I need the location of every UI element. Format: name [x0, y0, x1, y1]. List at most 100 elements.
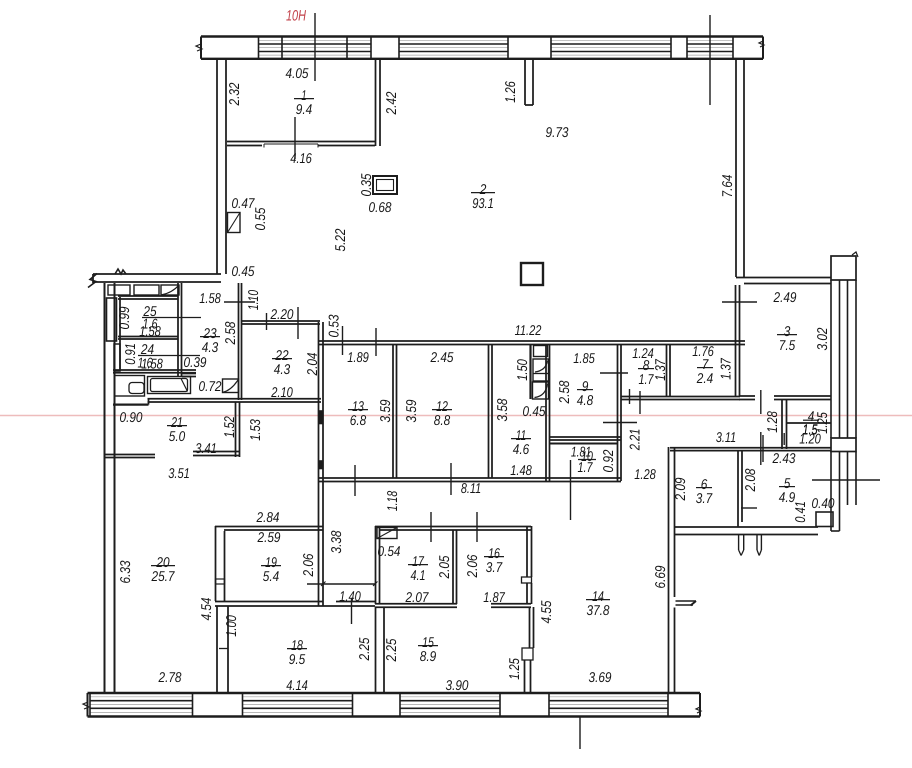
svg-text:1.48: 1.48 — [510, 463, 532, 479]
svg-text:1.58: 1.58 — [139, 324, 161, 340]
svg-text:10Н: 10Н — [286, 7, 306, 24]
svg-text:13: 13 — [352, 399, 364, 415]
svg-text:1: 1 — [301, 88, 306, 104]
svg-text:4.3: 4.3 — [274, 362, 290, 378]
svg-text:21: 21 — [170, 415, 183, 431]
svg-text:4.54: 4.54 — [199, 597, 215, 620]
svg-text:0.54: 0.54 — [378, 544, 401, 560]
svg-text:8: 8 — [643, 358, 650, 374]
svg-text:2.49: 2.49 — [773, 290, 797, 306]
svg-text:24: 24 — [140, 342, 154, 358]
svg-text:2.06: 2.06 — [301, 553, 317, 577]
svg-text:2.25: 2.25 — [357, 637, 373, 661]
svg-text:2.04: 2.04 — [305, 352, 321, 376]
svg-text:4: 4 — [808, 409, 815, 425]
svg-text:5.4: 5.4 — [263, 569, 279, 585]
svg-text:19: 19 — [265, 555, 277, 571]
svg-text:20: 20 — [156, 555, 170, 571]
svg-text:2.45: 2.45 — [430, 350, 454, 366]
svg-text:0.90: 0.90 — [120, 410, 143, 426]
svg-text:1.28: 1.28 — [634, 467, 656, 483]
svg-text:14: 14 — [592, 589, 604, 605]
svg-text:1.50: 1.50 — [515, 359, 531, 381]
svg-text:0.39: 0.39 — [184, 355, 207, 371]
svg-text:2.08: 2.08 — [743, 468, 759, 492]
svg-text:9: 9 — [582, 379, 589, 395]
svg-text:9.73: 9.73 — [546, 125, 569, 141]
svg-text:4.9: 4.9 — [779, 490, 795, 506]
svg-text:23: 23 — [203, 326, 217, 342]
svg-text:3.7: 3.7 — [696, 491, 713, 507]
svg-text:4.1: 4.1 — [411, 568, 426, 584]
svg-text:3.51: 3.51 — [168, 466, 190, 482]
svg-text:1.76: 1.76 — [692, 344, 714, 360]
svg-text:4.6: 4.6 — [513, 442, 529, 458]
svg-text:6: 6 — [701, 477, 708, 493]
svg-text:5: 5 — [784, 476, 791, 492]
svg-text:1.5: 1.5 — [803, 422, 818, 438]
svg-text:37.8: 37.8 — [587, 603, 610, 619]
svg-text:4.05: 4.05 — [286, 66, 309, 82]
svg-text:25.7: 25.7 — [151, 569, 176, 585]
svg-text:1.26: 1.26 — [503, 81, 519, 103]
svg-text:7: 7 — [702, 357, 710, 373]
svg-text:0.68: 0.68 — [369, 200, 392, 216]
svg-text:3.11: 3.11 — [716, 430, 736, 446]
svg-text:1.85: 1.85 — [573, 351, 595, 367]
svg-text:2.06: 2.06 — [465, 554, 481, 578]
svg-text:2.4: 2.4 — [696, 371, 713, 387]
svg-text:7.5: 7.5 — [779, 338, 795, 354]
svg-text:1.10: 1.10 — [246, 290, 262, 310]
svg-text:1.40: 1.40 — [339, 589, 361, 605]
svg-text:0.72: 0.72 — [199, 379, 222, 395]
svg-text:10: 10 — [581, 449, 593, 465]
svg-text:16: 16 — [488, 546, 500, 562]
svg-text:15: 15 — [422, 635, 434, 651]
svg-text:1.00: 1.00 — [224, 615, 240, 637]
svg-text:2.84: 2.84 — [256, 510, 280, 526]
svg-text:1.20: 1.20 — [799, 432, 821, 448]
svg-text:1.7: 1.7 — [578, 460, 594, 476]
svg-text:11: 11 — [516, 428, 526, 444]
svg-text:3.41: 3.41 — [195, 441, 217, 457]
svg-text:8.11: 8.11 — [461, 481, 481, 497]
svg-text:4.16: 4.16 — [290, 151, 312, 167]
svg-text:3.59: 3.59 — [378, 399, 394, 422]
svg-text:3: 3 — [784, 324, 791, 340]
svg-text:9.5: 9.5 — [289, 652, 305, 668]
svg-text:2.42: 2.42 — [384, 91, 400, 115]
svg-text:18: 18 — [291, 638, 303, 654]
svg-text:3.58: 3.58 — [495, 398, 511, 421]
svg-text:0.41: 0.41 — [793, 501, 809, 523]
svg-text:1.58: 1.58 — [199, 291, 221, 307]
svg-text:1.52: 1.52 — [222, 416, 238, 438]
svg-text:1.6: 1.6 — [138, 356, 153, 372]
svg-text:1.28: 1.28 — [765, 411, 781, 433]
svg-text:1.53: 1.53 — [248, 419, 264, 441]
svg-text:1.5: 1.5 — [803, 423, 818, 439]
svg-text:4.3: 4.3 — [202, 340, 218, 356]
svg-text:12: 12 — [436, 399, 448, 415]
svg-text:8.8: 8.8 — [434, 413, 450, 429]
svg-text:5.22: 5.22 — [333, 228, 349, 251]
svg-text:1.6: 1.6 — [143, 317, 158, 333]
svg-text:2.21: 2.21 — [628, 429, 644, 451]
svg-text:3.38: 3.38 — [329, 530, 345, 553]
svg-text:2.78: 2.78 — [158, 670, 182, 686]
svg-text:1.18: 1.18 — [385, 491, 401, 511]
svg-text:6.8: 6.8 — [350, 413, 366, 429]
svg-text:4.14: 4.14 — [286, 678, 308, 694]
svg-text:1.89: 1.89 — [347, 350, 369, 366]
svg-text:0.99: 0.99 — [117, 306, 133, 329]
svg-text:4.8: 4.8 — [577, 393, 593, 409]
svg-text:0.92: 0.92 — [601, 449, 617, 472]
svg-text:0.47: 0.47 — [232, 196, 256, 212]
svg-text:1.7: 1.7 — [639, 372, 655, 388]
svg-text:3.02: 3.02 — [815, 327, 831, 350]
svg-text:1.87: 1.87 — [483, 590, 505, 606]
svg-text:11.22: 11.22 — [515, 323, 542, 339]
svg-text:1.81: 1.81 — [571, 445, 591, 461]
svg-text:5.0: 5.0 — [169, 429, 185, 445]
svg-text:2.32: 2.32 — [227, 82, 243, 106]
svg-text:2: 2 — [479, 182, 487, 198]
